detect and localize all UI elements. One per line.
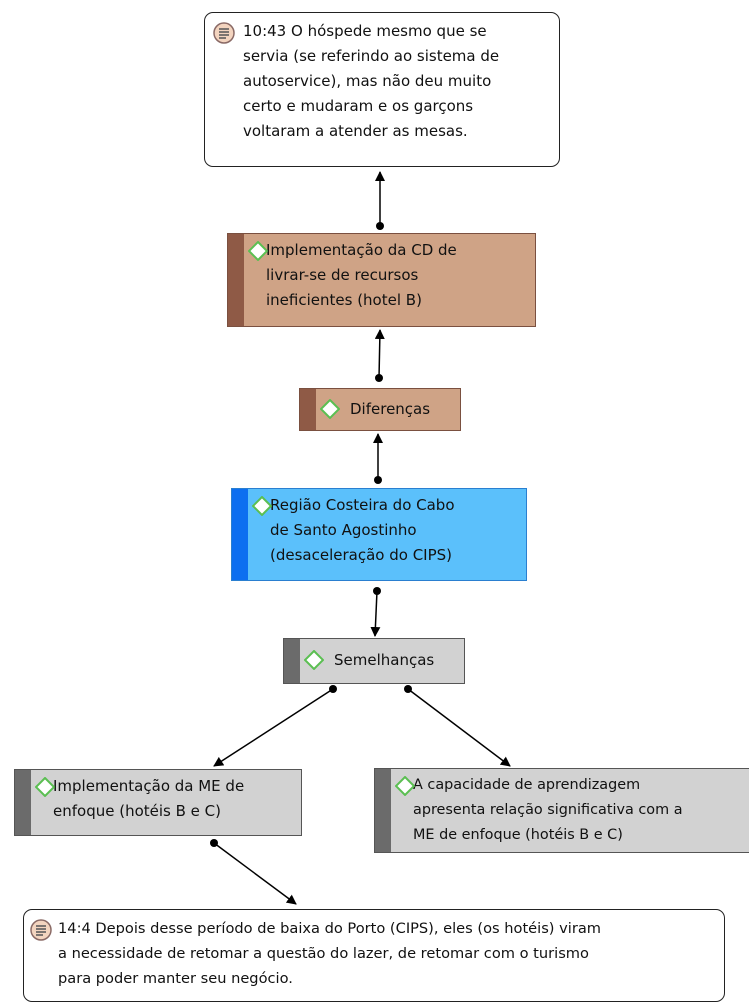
code-color-bar: [232, 489, 248, 580]
code-diferencas[interactable]: Diferenças: [299, 388, 461, 431]
link-implementacao-to-quote-top: [375, 171, 385, 230]
code-diamond-icon: [320, 399, 340, 419]
link-implementacao-me-to-quote-bottom: [210, 839, 297, 905]
quote-top-text: 10:43 O hóspede mesmo que se servia (se …: [243, 22, 500, 140]
link-diferencas-to-implementacao: [374, 329, 385, 382]
link-regiao-to-semelhancas: [370, 587, 381, 637]
quote-top[interactable]: 10:43 O hóspede mesmo que se servia (se …: [204, 12, 560, 167]
code-implementacao-me-label: Implementação da ME de enfoque (hotéis B…: [53, 777, 245, 820]
quote-document-icon: [213, 22, 235, 44]
code-implementacao-cd-label: Implementação da CD de livrar-se de recu…: [266, 241, 457, 309]
code-implementacao-me[interactable]: Implementação da ME de enfoque (hotéis B…: [14, 769, 302, 836]
quote-bottom[interactable]: 14:4 Depois desse período de baixa do Po…: [23, 909, 725, 1002]
code-diamond-icon: [248, 241, 268, 261]
code-regiao-costeira[interactable]: Região Costeira do Cabo de Santo Agostin…: [231, 488, 527, 581]
code-diamond-icon: [252, 496, 272, 516]
code-capacidade-label: A capacidade de aprendizagem apresenta r…: [413, 777, 683, 843]
quote-document-icon: [30, 919, 52, 941]
code-color-bar: [300, 389, 316, 430]
link-semelhancas-to-capacidade: [404, 685, 511, 767]
code-semelhancas[interactable]: Semelhanças: [283, 638, 465, 684]
code-diamond-icon: [395, 776, 415, 796]
link-regiao-to-diferencas: [373, 433, 383, 484]
code-regiao-costeira-label: Região Costeira do Cabo de Santo Agostin…: [270, 496, 455, 564]
code-color-bar: [375, 769, 391, 852]
code-capacidade-aprendizagem[interactable]: A capacidade de aprendizagem apresenta r…: [374, 768, 749, 853]
code-implementacao-cd[interactable]: Implementação da CD de livrar-se de recu…: [227, 233, 536, 327]
code-color-bar: [228, 234, 244, 326]
link-semelhancas-to-implementacao-me: [213, 685, 337, 767]
code-diferencas-label: Diferenças: [350, 400, 431, 418]
code-color-bar: [15, 770, 31, 835]
code-diamond-icon: [35, 777, 55, 797]
code-semelhancas-label: Semelhanças: [334, 651, 435, 669]
code-diamond-icon: [304, 650, 324, 670]
quote-bottom-text: 14:4 Depois desse período de baixa do Po…: [58, 920, 601, 987]
code-color-bar: [284, 639, 300, 683]
